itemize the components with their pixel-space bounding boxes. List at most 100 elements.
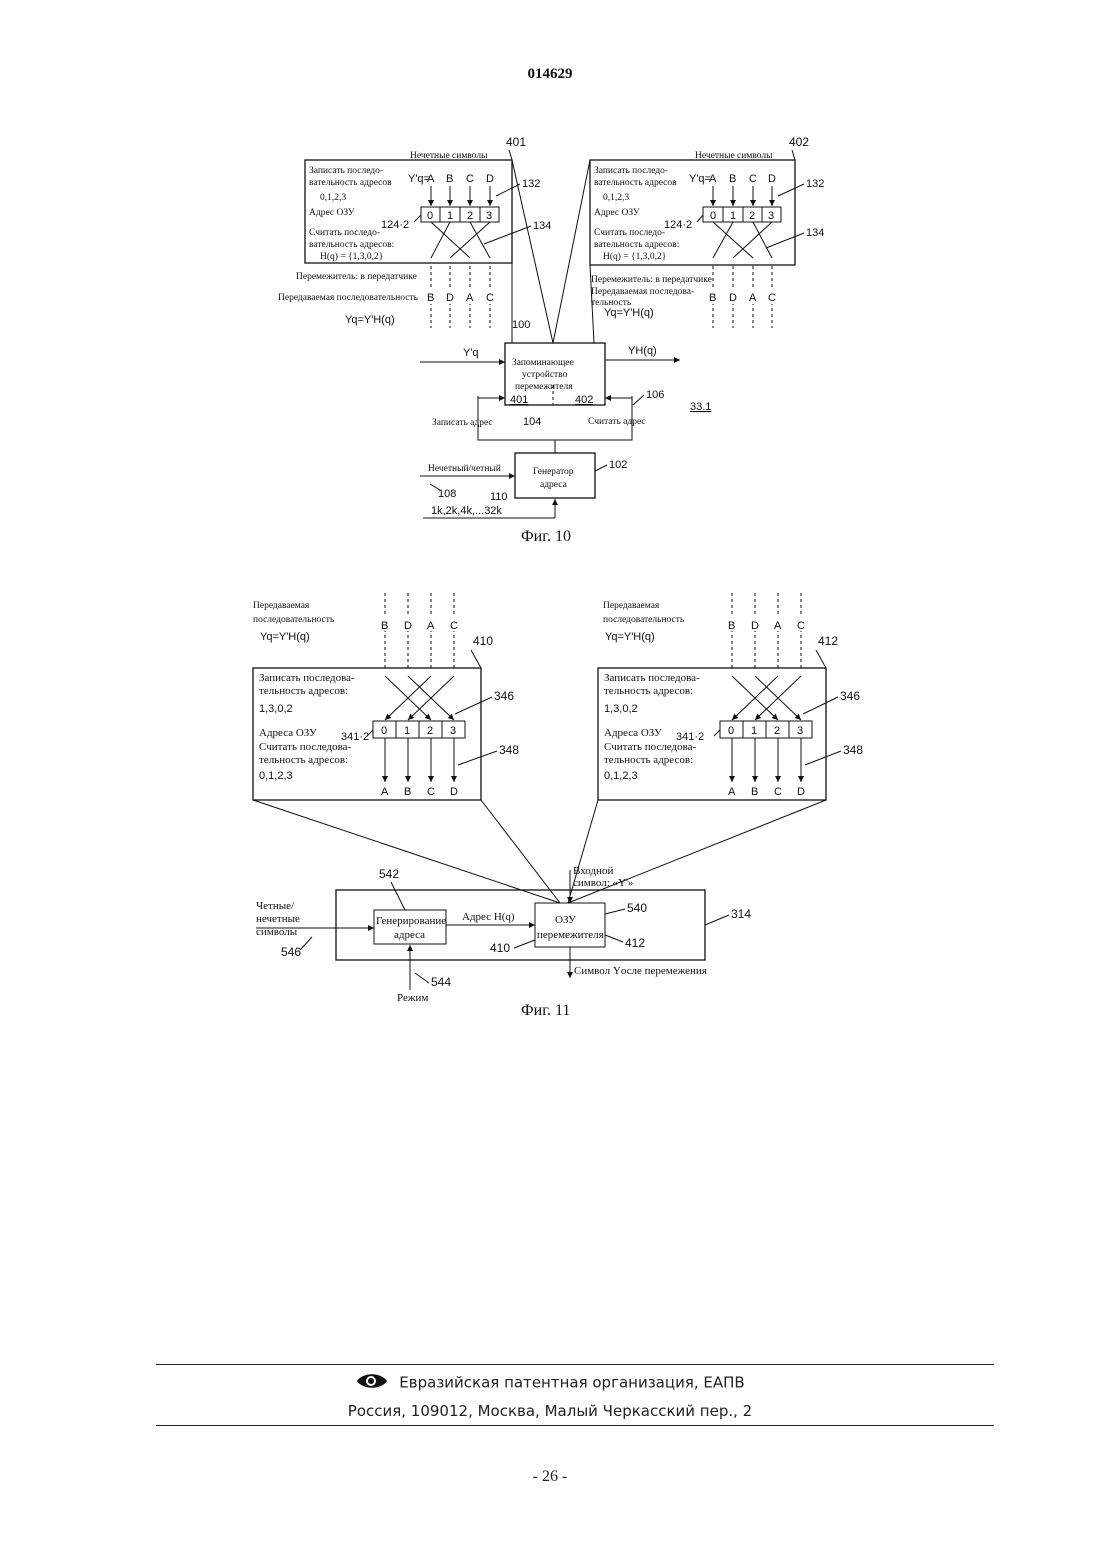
cross-line xyxy=(713,222,733,258)
write-addr-label: Записать адрес xyxy=(432,418,493,428)
ref-412: 412 xyxy=(818,634,838,648)
output-b: B xyxy=(427,292,434,304)
read-seq-line2: вательность адресов: xyxy=(309,240,394,250)
fig11-interleaver-block: 314 Четные/ нечетные символы 546 Генерир… xyxy=(256,865,751,1004)
ref-106-leader xyxy=(633,395,644,405)
ref-412-leader xyxy=(816,650,826,668)
ref-134-leader xyxy=(766,233,804,248)
write-seq-line3: 0,1,2,3 xyxy=(320,193,346,203)
fig10-panel-402: 402 Нечетные символы Записать последо- в… xyxy=(590,135,824,265)
ref-33-1: 33.1 xyxy=(690,401,711,413)
top-b: B xyxy=(728,620,735,632)
cell-1: 1 xyxy=(730,210,736,222)
zoom-line xyxy=(481,800,560,903)
fig10-panel-401: 401 Нечетные символы Записать последо- в… xyxy=(305,135,551,263)
footer-rule-bottom xyxy=(156,1425,994,1426)
cell-2: 2 xyxy=(427,725,433,737)
cell-3: 3 xyxy=(797,725,803,737)
tx-line2: последовательность xyxy=(253,615,335,625)
bottom-a: A xyxy=(728,786,736,798)
ref-544: 544 xyxy=(431,975,451,989)
modes-label: 1k,2k,4k,...32k xyxy=(431,505,502,517)
input-b: B xyxy=(446,173,453,185)
write-seq-line2: вательность адресов xyxy=(309,178,392,188)
ref-134: 134 xyxy=(806,227,824,239)
read-seq-line1: Считать последо- xyxy=(594,228,665,238)
read-seq-line1: Считать последо- xyxy=(309,228,380,238)
input-yq: Y'q xyxy=(463,347,479,359)
bottom-c: C xyxy=(774,786,782,798)
ram-addr-label: Адрес ОЗУ xyxy=(594,208,640,218)
fig11-panel-410: Передаваемая последовательность Yq=Y'H(q… xyxy=(253,593,519,800)
input-c: C xyxy=(749,173,757,185)
cross-line xyxy=(733,222,772,258)
bottom-c: C xyxy=(427,786,435,798)
footer-rule-top xyxy=(156,1364,994,1365)
output-a: A xyxy=(749,292,757,304)
memory-402: 402 xyxy=(575,394,593,406)
cell-3: 3 xyxy=(450,725,456,737)
ref-412-leader xyxy=(605,935,623,942)
ref-402: 402 xyxy=(789,135,809,149)
cell-1: 1 xyxy=(447,210,453,222)
ref-346: 346 xyxy=(840,689,860,703)
cell-2: 2 xyxy=(467,210,473,222)
ref-348: 348 xyxy=(843,743,863,757)
ref-124: 124·2 xyxy=(381,219,409,231)
cell-3: 3 xyxy=(486,210,492,222)
read-seq-line3: H(q) = {1,3,0,2} xyxy=(603,251,666,262)
memory-line3: перемежителя xyxy=(515,382,573,392)
addr-gen-line1: Генерирование xyxy=(376,915,446,927)
org-name: Евразийская патентная организация, ЕАПВ xyxy=(399,1374,744,1392)
right-yq: Yq=Y'H(q) xyxy=(604,307,654,319)
ref-341: 341·2 xyxy=(676,731,704,743)
read-line2: тельность адресов: xyxy=(259,754,348,766)
write-line3: 1,3,0,2 xyxy=(604,703,638,715)
ref-346: 346 xyxy=(494,689,514,703)
top-a: A xyxy=(774,620,782,632)
cell-0: 0 xyxy=(710,210,716,222)
fig11-caption: Фиг. 11 xyxy=(521,1002,570,1019)
cross-line xyxy=(431,222,450,258)
ref-348-leader xyxy=(805,751,841,765)
write-line1: Записать последова- xyxy=(604,672,700,684)
even-odd-line2: нечетные xyxy=(256,913,300,925)
bottom-d: D xyxy=(450,786,458,798)
ref-546-leader xyxy=(300,937,312,950)
figure-10: 401 Нечетные символы Записать последо- в… xyxy=(278,135,824,545)
right-tx-line2: Передаваемая последова- xyxy=(591,287,694,297)
read-line3: 0,1,2,3 xyxy=(259,770,293,782)
ref-132: 132 xyxy=(806,178,824,190)
write-seq-line1: Записать последо- xyxy=(309,166,383,176)
ram-addr-label: Адреса ОЗУ xyxy=(604,727,662,739)
odd-symbols-label: Нечетные символы xyxy=(410,151,488,161)
memory-line2: устройство xyxy=(522,369,568,380)
ref-108-leader xyxy=(430,484,440,490)
output-d: D xyxy=(446,292,454,304)
ref-341-leader xyxy=(714,730,720,736)
cell-1: 1 xyxy=(404,725,410,737)
read-line1: Считать последова- xyxy=(259,741,352,753)
output-yhq: YH(q) xyxy=(628,345,657,357)
write-line1: Записать последова- xyxy=(259,672,355,684)
ref-542: 542 xyxy=(379,867,399,881)
left-tx-line1: Перемежитель: в передатчике xyxy=(296,272,417,282)
label-mask xyxy=(726,617,808,631)
cell-2: 2 xyxy=(749,210,755,222)
output-symbol-label: Символ Yосле перемежения xyxy=(574,965,707,977)
cell-0: 0 xyxy=(381,725,387,737)
left-yq: Yq=Y'H(q) xyxy=(345,314,395,326)
ref-544-leader xyxy=(415,973,429,983)
ref-410: 410 xyxy=(473,634,493,648)
ref-106: 106 xyxy=(646,389,664,401)
ref-412: 412 xyxy=(625,936,645,950)
ref-314: 314 xyxy=(731,907,751,921)
address-generator: Записать адрес Считать адрес 104 106 Ген… xyxy=(420,389,664,518)
memory-401: 401 xyxy=(510,394,528,406)
ref-348: 348 xyxy=(499,743,519,757)
label-mask xyxy=(379,617,461,631)
ref-540-leader xyxy=(605,909,625,914)
ref-132-leader xyxy=(496,184,520,196)
bottom-d: D xyxy=(797,786,805,798)
